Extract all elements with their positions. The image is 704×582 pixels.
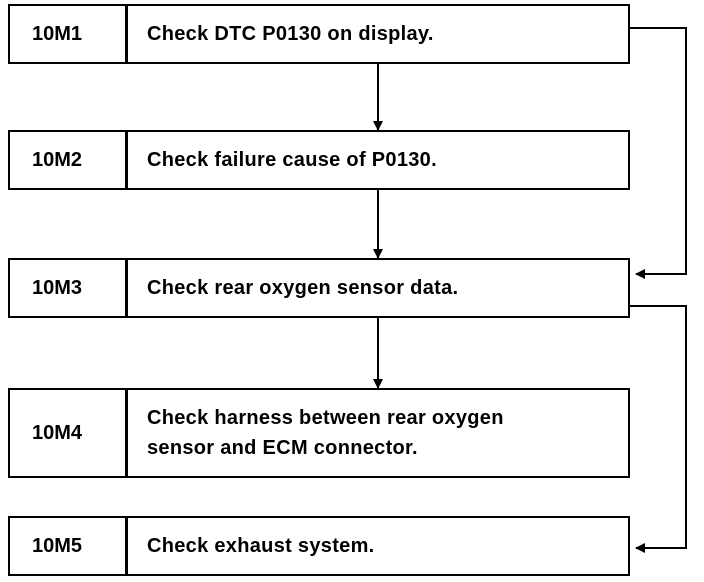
step-text: Check harness between rear oxygen sensor… (147, 407, 504, 459)
step-10M2: 10M2 Check failure cause of P0130. (8, 130, 630, 190)
step-10M1: 10M1 Check DTC P0130 on display. (8, 4, 630, 64)
step-text: Check exhaust system. (147, 535, 375, 557)
step-text: Check failure cause of P0130. (147, 149, 437, 171)
step-10M4: 10M4 Check harness between rear oxygen s… (8, 388, 630, 478)
bypass-arrow-10M1-to-10M3 (630, 27, 687, 279)
step-code: 10M5 (10, 518, 128, 574)
step-10M5: 10M5 Check exhaust system. (8, 516, 630, 576)
step-text: Check DTC P0130 on display. (147, 23, 434, 45)
step-text: Check rear oxygen sensor data. (147, 277, 459, 299)
step-code: 10M1 (10, 6, 128, 62)
step-code: 10M2 (10, 132, 128, 188)
step-10M3: 10M3 Check rear oxygen sensor data. (8, 258, 630, 318)
bypass-arrow-10M3-to-10M5 (630, 305, 687, 553)
step-code: 10M3 (10, 260, 128, 316)
step-code: 10M4 (10, 390, 128, 476)
